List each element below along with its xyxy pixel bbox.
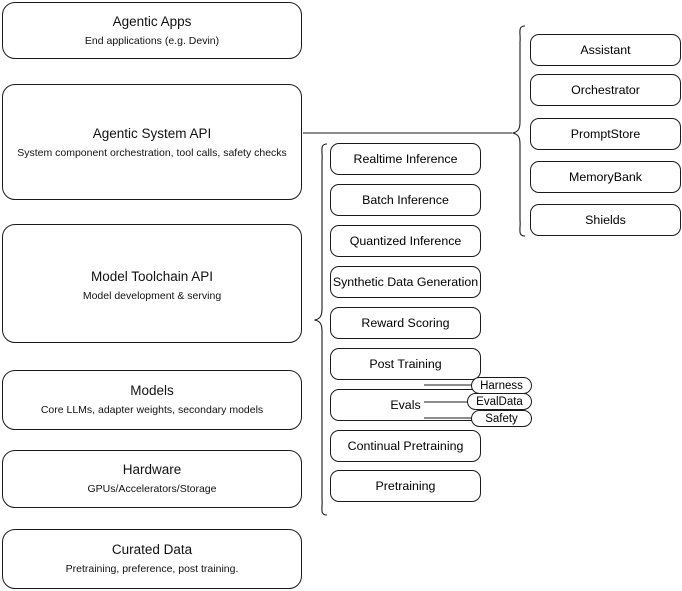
capability-label: Synthetic Data Generation (332, 274, 479, 289)
layer-box-model-toolchain-api[interactable]: Model Toolchain API Model development & … (2, 224, 302, 343)
capability-box-post-training[interactable]: Post Training (330, 348, 481, 380)
capability-box-evals[interactable]: Evals (330, 389, 481, 421)
layer-title: Agentic System API (92, 126, 212, 141)
layer-box-agentic-system-api[interactable]: Agentic System API System component orch… (2, 84, 302, 200)
capability-box-synthetic-data-generation[interactable]: Synthetic Data Generation (330, 266, 481, 298)
layer-subtitle: Pretraining, preference, post training. (65, 563, 239, 576)
layer-title: Curated Data (111, 542, 193, 558)
evals-subcomponent-label: EvalData (476, 395, 523, 408)
layer-box-models[interactable]: Models Core LLMs, adapter weights, secon… (2, 370, 302, 430)
layer-box-hardware[interactable]: Hardware GPUs/Accelerators/Storage (2, 450, 302, 508)
layer-subtitle: GPUs/Accelerators/Storage (87, 483, 217, 496)
layer-box-curated-data[interactable]: Curated Data Pretraining, preference, po… (2, 529, 302, 589)
capability-box-realtime-inference[interactable]: Realtime Inference (330, 143, 481, 175)
evals-subcomponent-evaldata[interactable]: EvalData (467, 393, 532, 410)
layer-title: Agentic Apps (112, 13, 192, 29)
component-box-assistant[interactable]: Assistant (530, 34, 681, 66)
capability-box-reward-scoring[interactable]: Reward Scoring (330, 307, 481, 339)
capability-label: Continual Pretraining (347, 438, 464, 453)
capability-box-batch-inference[interactable]: Batch Inference (330, 184, 481, 216)
capability-label: Quantized Inference (349, 233, 462, 248)
component-label: PromptStore (570, 126, 641, 141)
component-label: MemoryBank (569, 169, 642, 184)
evals-subcomponent-label: Harness (480, 379, 523, 392)
component-label: Shields (585, 212, 626, 227)
layer-title: Hardware (122, 462, 182, 478)
layer-subtitle: Model development & serving (82, 289, 222, 302)
brace-agentic-components (512, 25, 526, 237)
capability-label: Evals (390, 397, 421, 412)
layer-box-agentic-apps[interactable]: Agentic Apps End applications (e.g. Devi… (2, 2, 302, 59)
capability-box-pretraining[interactable]: Pretraining (330, 470, 481, 502)
capability-label: Realtime Inference (353, 151, 458, 166)
capability-box-continual-pretraining[interactable]: Continual Pretraining (330, 430, 481, 462)
component-box-orchestrator[interactable]: Orchestrator (530, 74, 681, 106)
brace-toolchain-capabilities (314, 143, 328, 516)
component-box-shields[interactable]: Shields (530, 204, 681, 236)
layer-subtitle: Core LLMs, adapter weights, secondary mo… (40, 404, 264, 417)
evals-subcomponent-label: Safety (485, 412, 518, 425)
layer-subtitle: End applications (e.g. Devin) (84, 34, 220, 47)
capability-label: Batch Inference (362, 192, 449, 207)
layer-title: Models (130, 383, 174, 399)
component-box-memorybank[interactable]: MemoryBank (530, 161, 681, 193)
component-box-promptstore[interactable]: PromptStore (530, 118, 681, 150)
component-label: Orchestrator (571, 82, 640, 97)
layer-title: Model Toolchain API (90, 269, 214, 284)
capability-box-quantized-inference[interactable]: Quantized Inference (330, 225, 481, 257)
capability-label: Pretraining (375, 478, 436, 493)
capability-label: Post Training (369, 356, 442, 371)
capability-label: Reward Scoring (361, 315, 450, 330)
evals-subcomponent-safety[interactable]: Safety (471, 410, 532, 427)
evals-subcomponent-harness[interactable]: Harness (471, 377, 532, 394)
layer-subtitle: System component orchestration, tool cal… (17, 146, 287, 159)
component-label: Assistant (580, 42, 631, 57)
